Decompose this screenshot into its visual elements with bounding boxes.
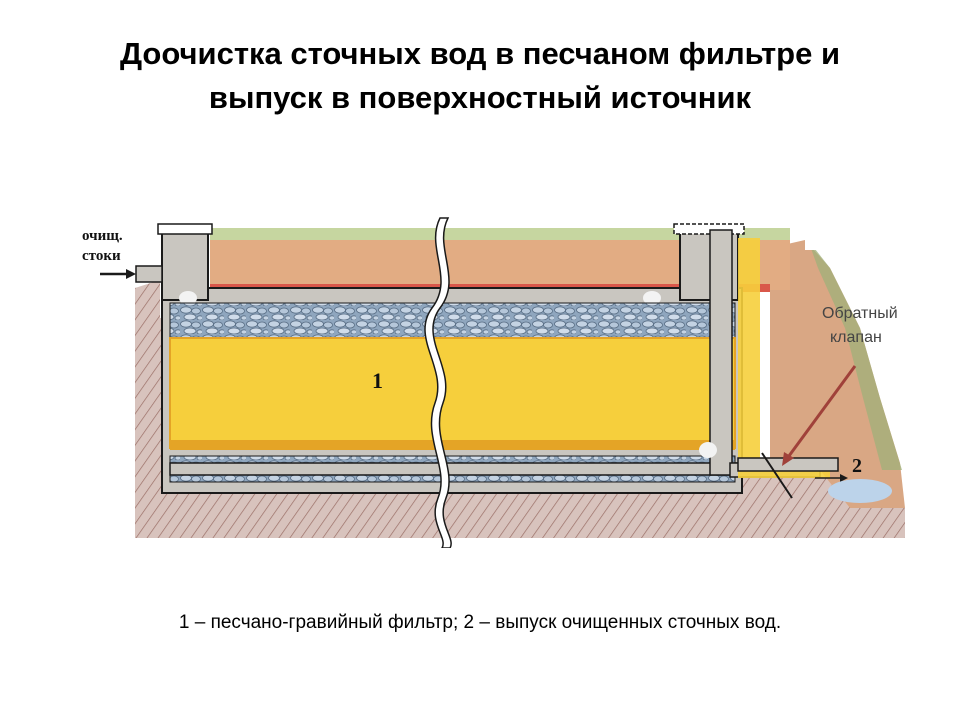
water-pool xyxy=(828,479,892,503)
valve-pointer xyxy=(782,365,857,466)
marker-1: 1 xyxy=(372,368,383,393)
title-line-1: Доочистка сточных вод в песчаном фильтре… xyxy=(119,36,841,71)
diagram-caption: 1 – песчано-гравийный фильтр; 2 – выпуск… xyxy=(178,612,782,633)
slide-title: Доочистка сточных вод в песчаном фильтре… xyxy=(0,32,960,120)
valve-label-line-1: Обратный xyxy=(822,305,898,322)
title-line-2: выпуск в поверхностный источник xyxy=(208,80,752,115)
marker-2: 2 xyxy=(852,455,862,477)
gravel-layer-top xyxy=(169,302,736,339)
outlet-sand-cover xyxy=(738,238,830,478)
sand-filter-diagram: очищ. стоки Обратный клапан 1 2 xyxy=(82,217,905,548)
inlet-arrow xyxy=(100,265,163,283)
inlet-label-line-1: очищ. xyxy=(82,228,123,244)
valve-label-line-2: клапан xyxy=(830,329,882,346)
inlet-label-line-2: стоки xyxy=(82,248,121,264)
outlet-pipe xyxy=(737,452,848,499)
sand-layer xyxy=(169,337,736,450)
break-line xyxy=(424,217,452,548)
